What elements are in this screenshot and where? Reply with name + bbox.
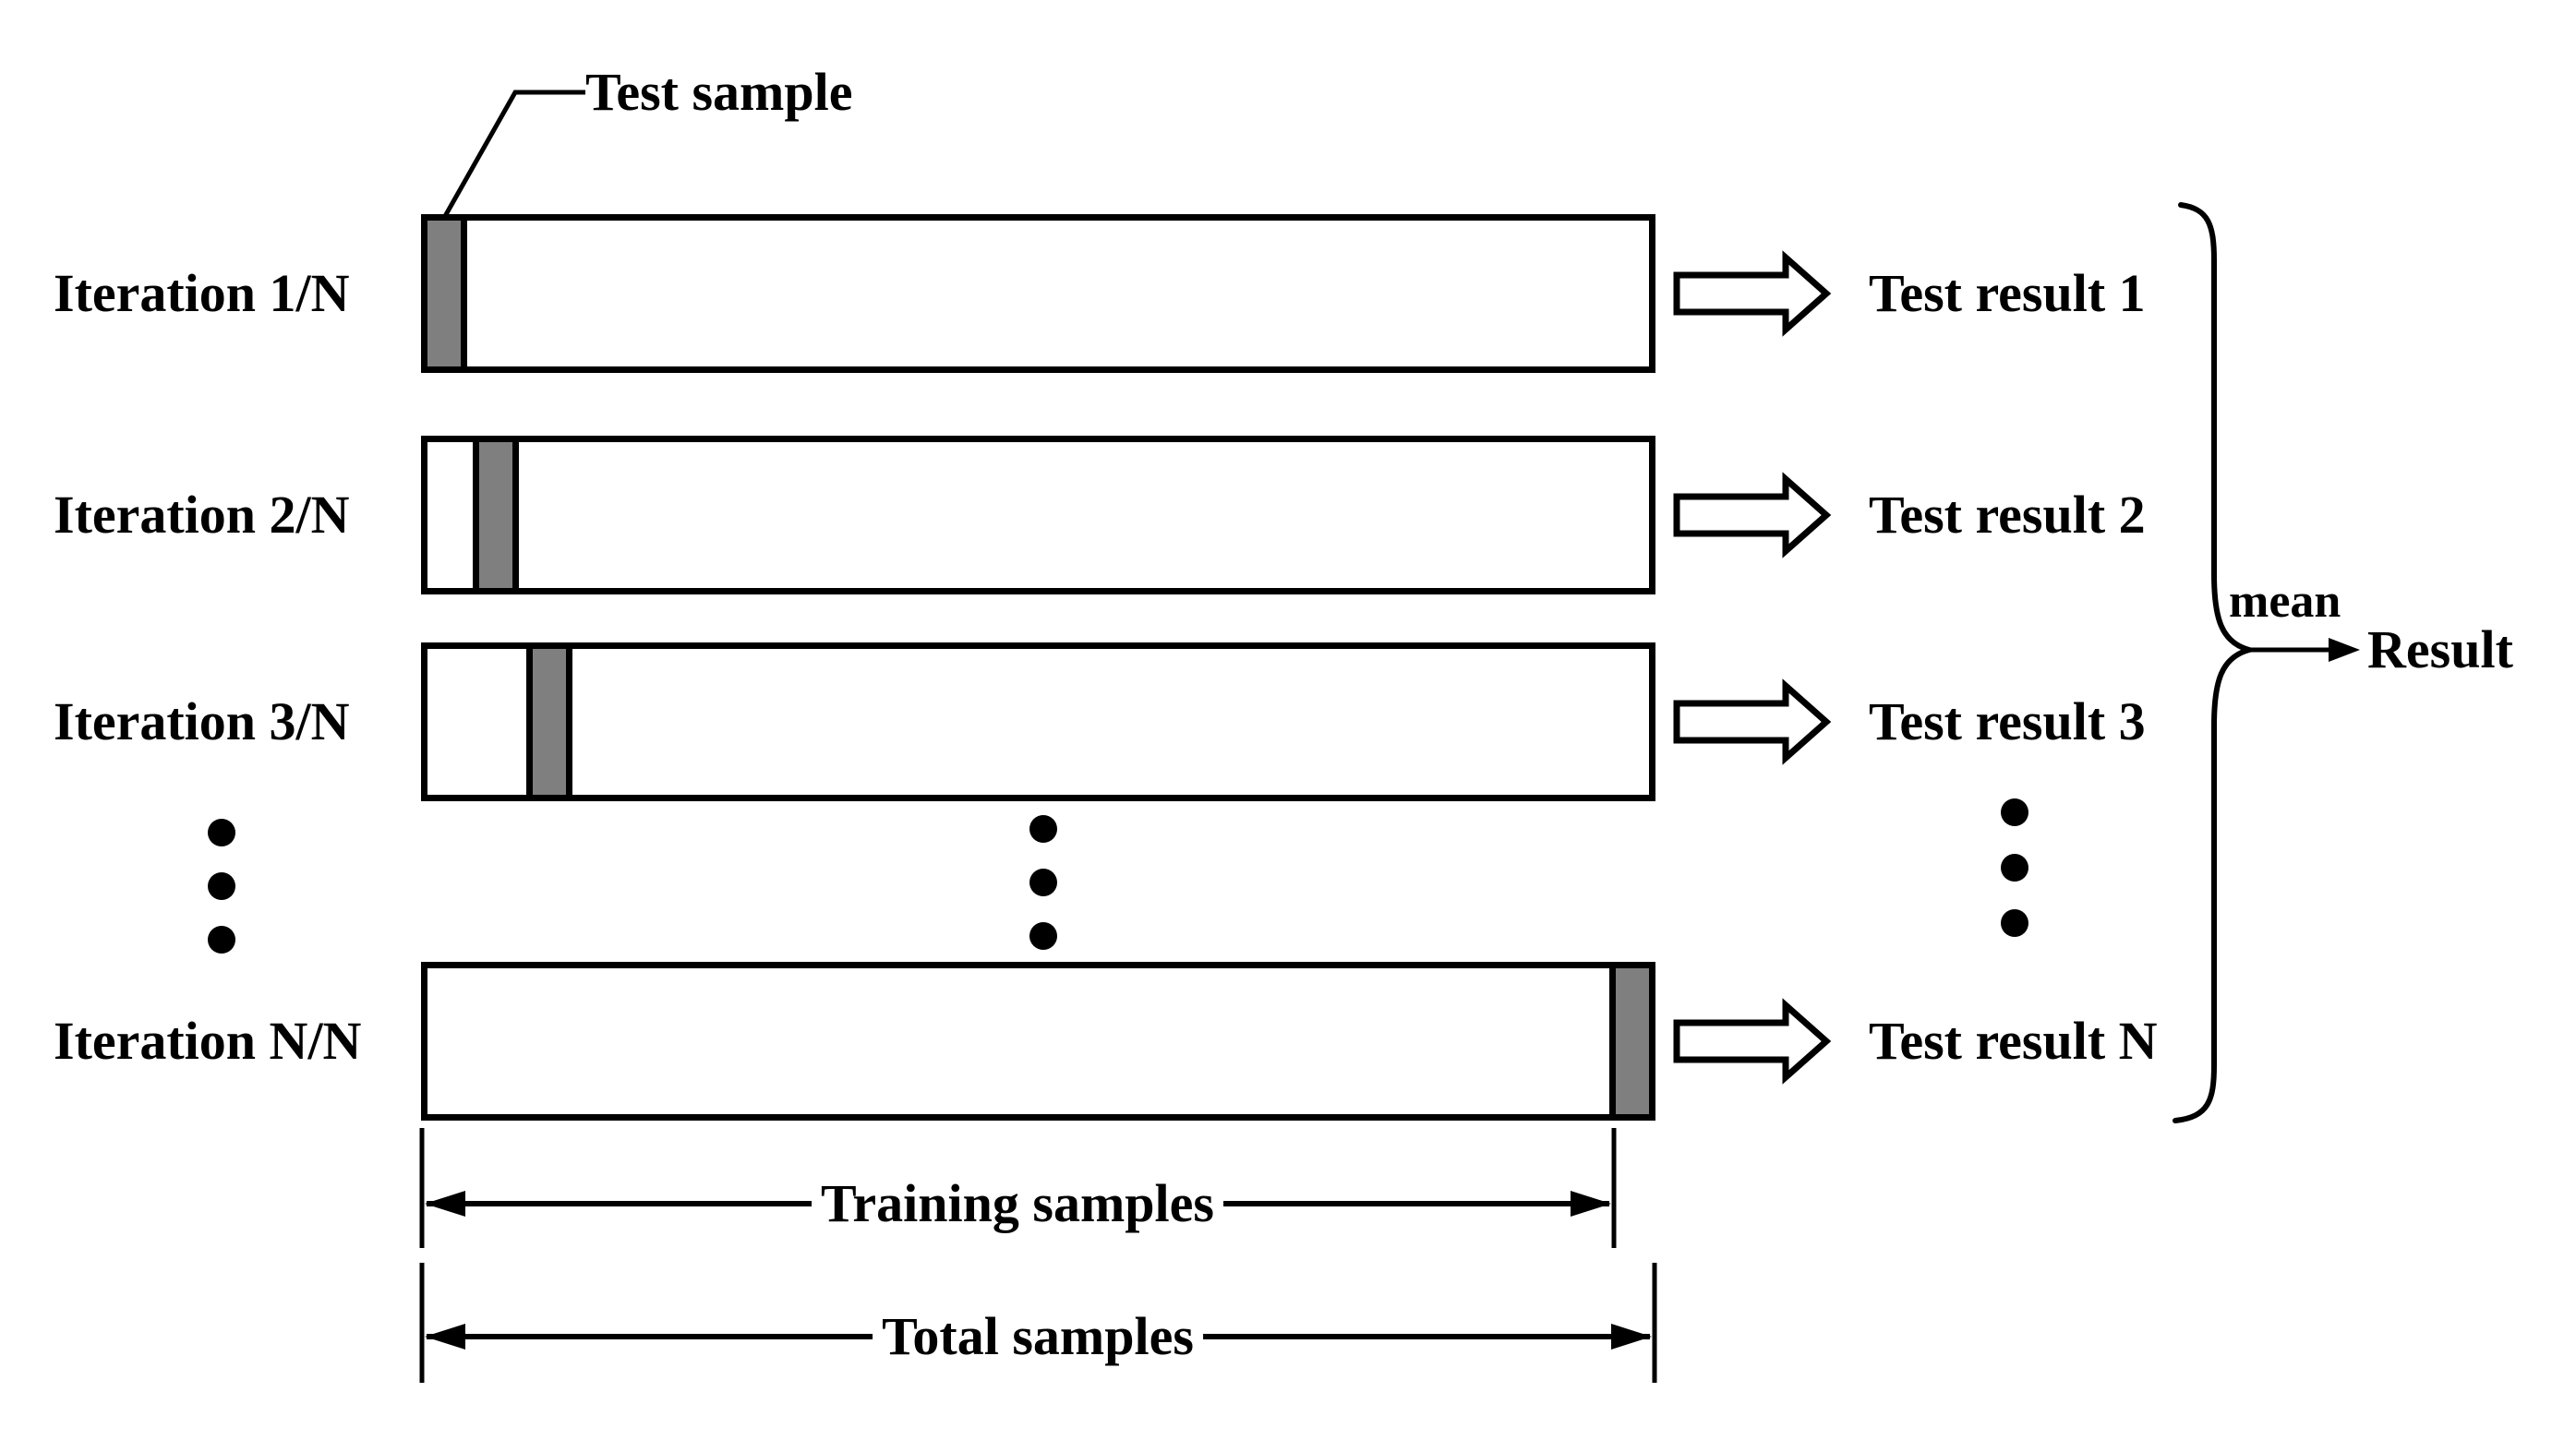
block-arrows bbox=[1673, 250, 1832, 1085]
ellipsis-dot bbox=[2001, 854, 2028, 882]
ellipsis-dot bbox=[1029, 815, 1057, 843]
total-left-arrowhead bbox=[425, 1324, 465, 1350]
ellipsis-dot bbox=[1029, 869, 1057, 896]
test-result-3-label: Test result 3 bbox=[1869, 691, 2146, 751]
test-sample-block-1 bbox=[421, 214, 467, 373]
test-result-n-label: Test result N bbox=[1869, 1011, 2158, 1071]
ellipsis-dot bbox=[208, 872, 235, 900]
block-arrow-n bbox=[1673, 998, 1832, 1085]
mean-label: mean bbox=[2229, 575, 2341, 628]
test-sample-leader-line bbox=[441, 90, 585, 220]
block-arrow-3 bbox=[1673, 678, 1832, 765]
block-arrow-2 bbox=[1673, 472, 1832, 558]
test-result-2-label: Test result 2 bbox=[1869, 485, 2146, 545]
iteration-2-label: Iteration 2/N bbox=[54, 485, 350, 545]
total-right-arrowhead bbox=[1611, 1324, 1652, 1350]
iteration-3-label: Iteration 3/N bbox=[54, 691, 350, 751]
training-left-arrowhead bbox=[425, 1191, 465, 1217]
ellipsis-dot bbox=[1029, 922, 1057, 950]
ellipsis-dot bbox=[208, 819, 235, 846]
block-arrow-1 bbox=[1673, 250, 1832, 337]
total-samples-label-overlay: Total samples bbox=[873, 1306, 1203, 1367]
samples-bar-iteration-1 bbox=[421, 214, 1655, 373]
test-sample-block-n bbox=[1609, 962, 1655, 1121]
mean-result-arrow bbox=[2249, 638, 2360, 662]
ellipsis-dot bbox=[2001, 798, 2028, 826]
training-samples-label-overlay: Training samples bbox=[812, 1173, 1223, 1234]
iteration-n-label: Iteration N/N bbox=[54, 1011, 362, 1071]
test-sample-annotation: Test sample bbox=[585, 62, 853, 122]
ellipsis-dots bbox=[208, 798, 2028, 954]
result-label: Result bbox=[2367, 619, 2513, 679]
test-sample-block-2 bbox=[473, 436, 519, 594]
training-right-arrowhead bbox=[1571, 1191, 1611, 1217]
ellipsis-dot bbox=[208, 926, 235, 954]
samples-bar-iteration-3 bbox=[421, 642, 1655, 801]
iteration-1-label: Iteration 1/N bbox=[54, 263, 350, 323]
samples-bar-iteration-n bbox=[421, 962, 1655, 1121]
ellipsis-dot bbox=[2001, 909, 2028, 937]
test-result-1-label: Test result 1 bbox=[1869, 263, 2146, 323]
samples-bar-iteration-2 bbox=[421, 436, 1655, 594]
test-sample-block-3 bbox=[526, 642, 572, 801]
brace bbox=[2173, 202, 2260, 1123]
